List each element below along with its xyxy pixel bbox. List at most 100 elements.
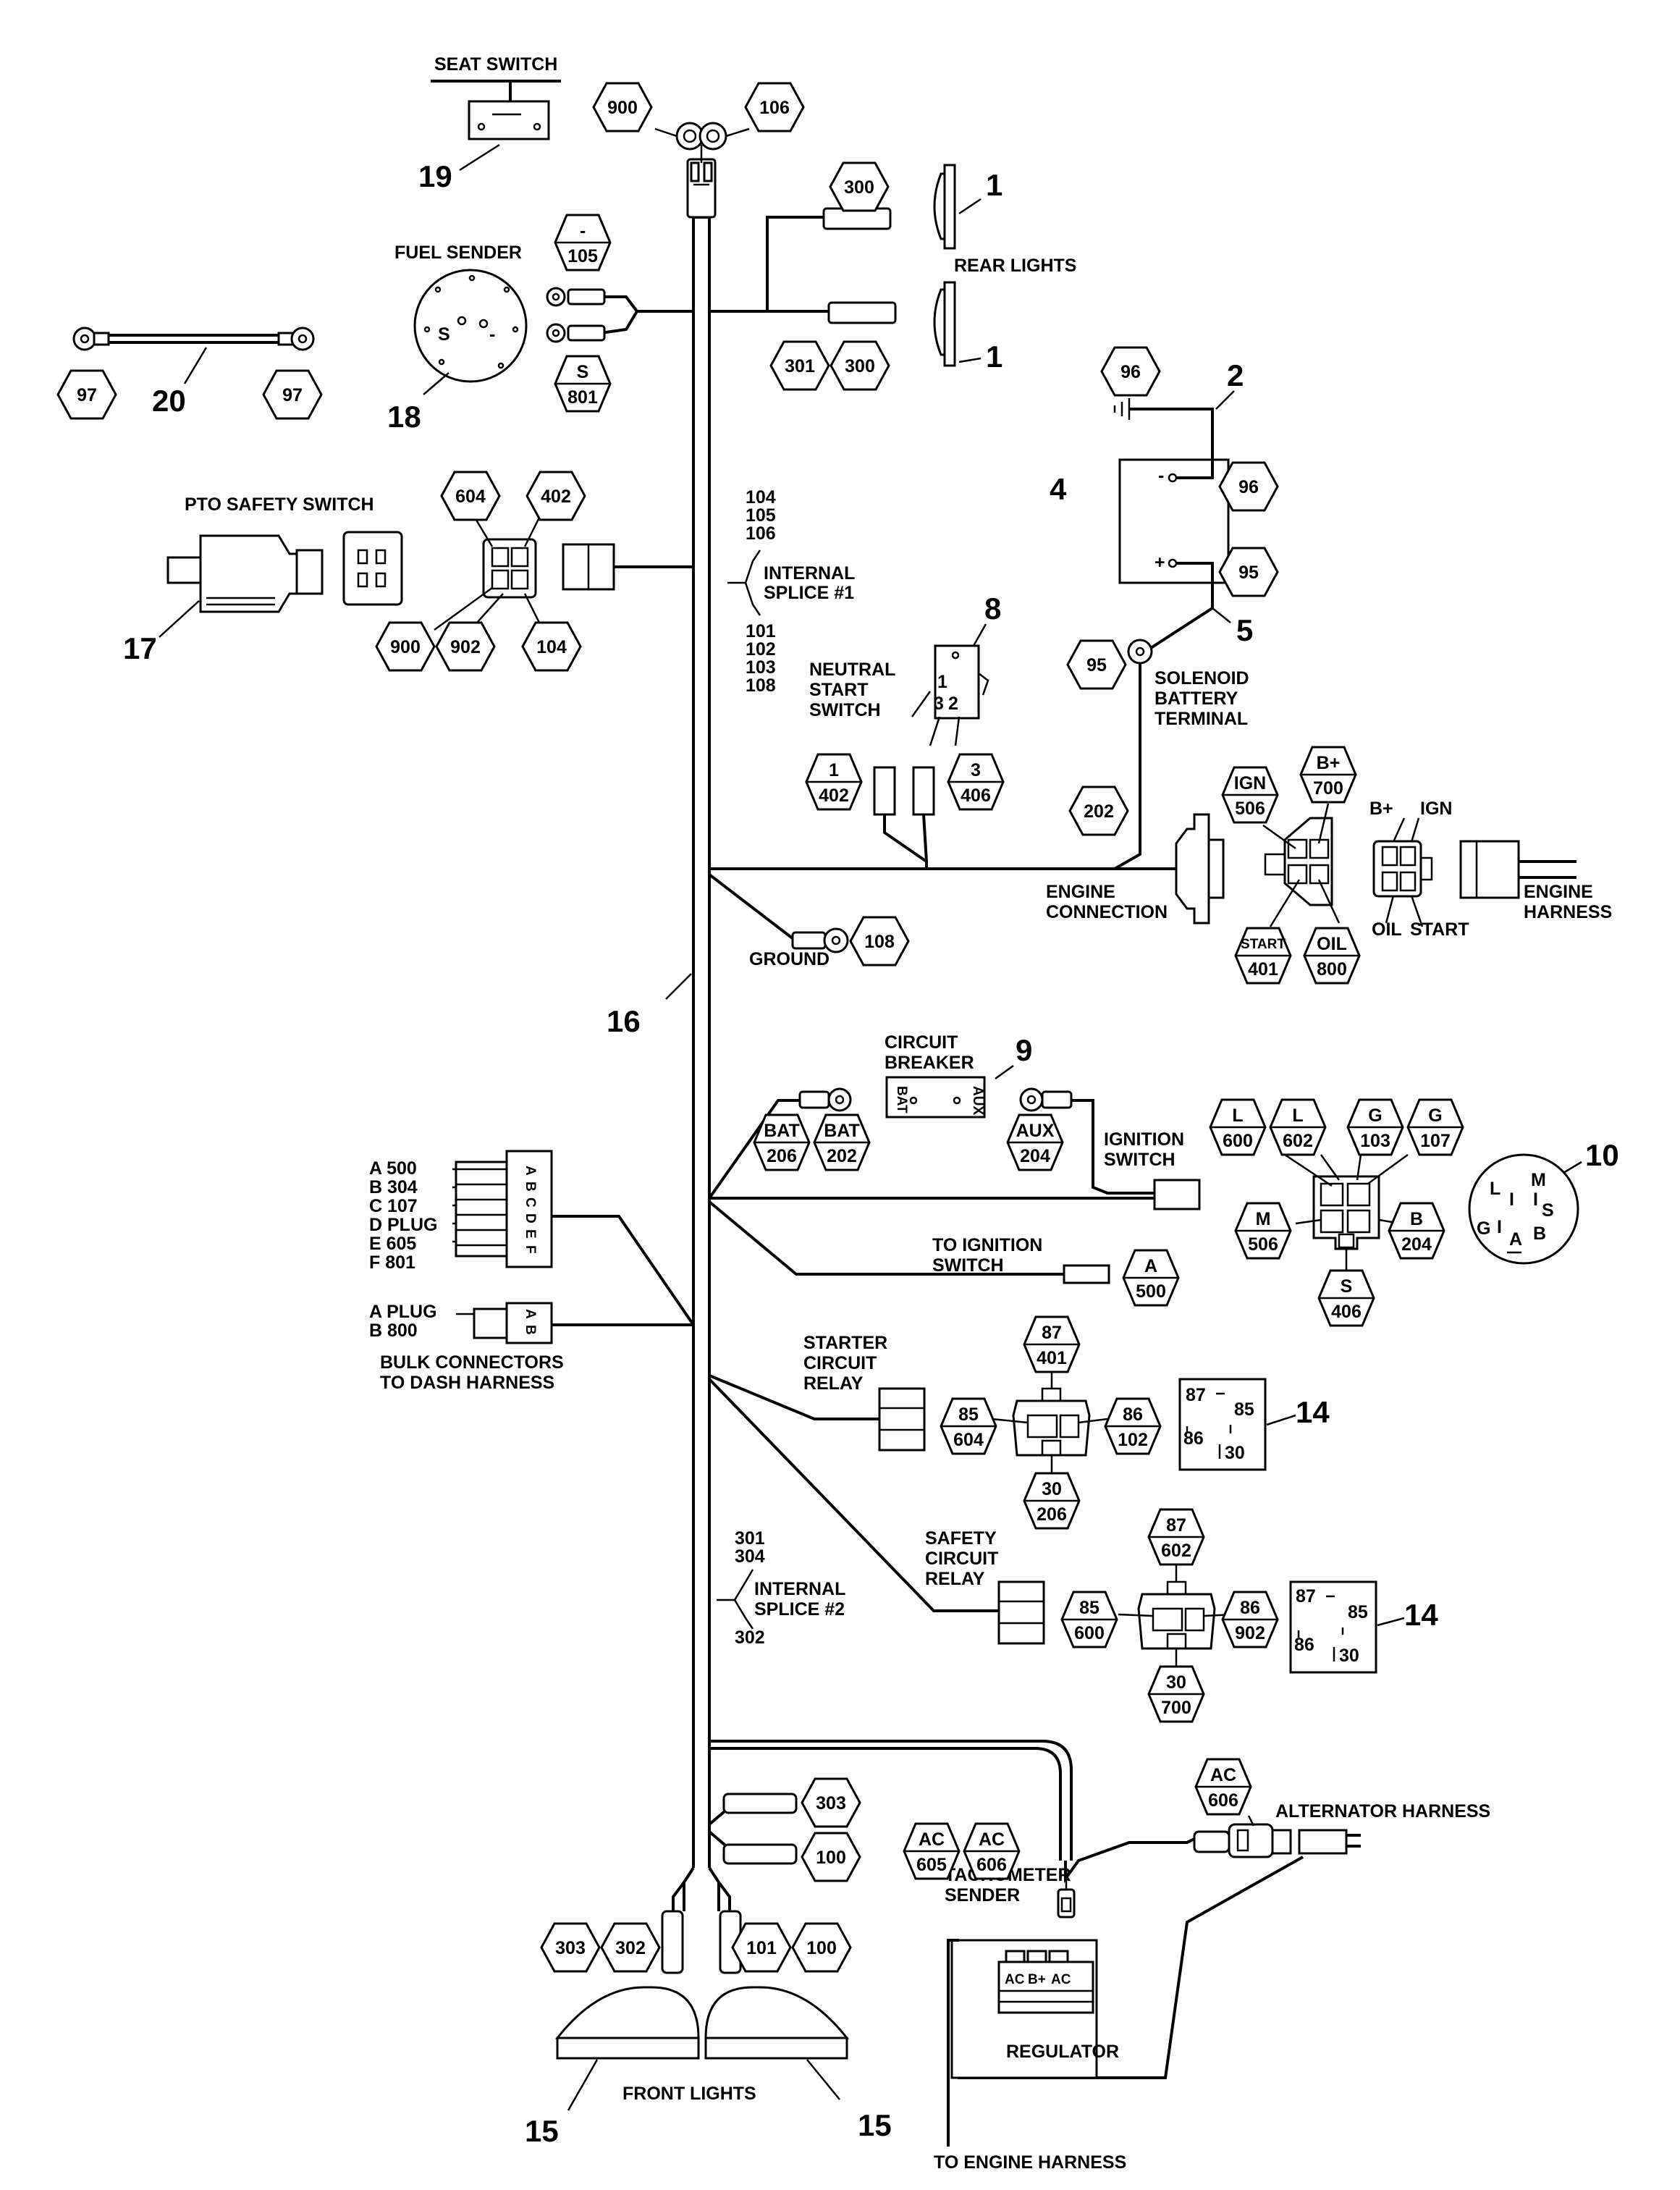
ignition-label-1: IGNITION	[1104, 1129, 1184, 1150]
oil-label: OIL	[1372, 919, 1402, 940]
tag-start-401: START 401	[1234, 927, 1292, 985]
tag-b-204: B 204	[1388, 1202, 1445, 1260]
engine-connection: ENGINE CONNECTION B+ IGN OIL START ENGIN…	[709, 799, 1612, 940]
svg-text:86: 86	[1240, 1598, 1260, 1618]
tag-86-902: 86 902	[1221, 1591, 1279, 1648]
tag-86-102: 86 102	[1104, 1397, 1162, 1455]
harness-top-connector	[686, 158, 717, 219]
tag-303-side: 303	[801, 1777, 861, 1828]
callout-8: 8	[984, 591, 1001, 626]
svg-text:G: G	[1428, 1105, 1442, 1126]
bulk6-pin-a: A	[523, 1166, 538, 1176]
svg-text:96: 96	[1120, 362, 1141, 382]
regulator: AC B+ AC REGULATOR TO ENGINE HARNESS	[934, 1939, 1126, 2173]
tag-300-rear-b: 300	[830, 340, 890, 391]
neutral-label-2: START	[809, 680, 868, 700]
tag-105: - 105	[554, 214, 612, 271]
svg-text:104: 104	[536, 637, 567, 657]
tag-202-solenoid: 202	[1068, 786, 1129, 836]
breaker-bat: BAT	[894, 1086, 909, 1113]
svg-text:85: 85	[958, 1404, 979, 1425]
svg-text:500: 500	[1136, 1281, 1166, 1302]
tag-85-600: 85 600	[1060, 1591, 1118, 1648]
callout-5: 5	[1236, 613, 1253, 647]
svg-text:600: 600	[1223, 1131, 1253, 1151]
svg-text:406: 406	[1331, 1302, 1362, 1322]
svg-text:204: 204	[1401, 1234, 1432, 1255]
battery-neg-sym: -	[1158, 466, 1164, 486]
engine-harness-label-2: HARNESS	[1524, 902, 1612, 922]
to-ignition-label-1: TO IGNITION	[932, 1235, 1042, 1255]
svg-text:302: 302	[615, 1938, 646, 1958]
svg-text:B: B	[1410, 1209, 1423, 1229]
svg-text:96: 96	[1238, 477, 1259, 497]
bulk6-pin-e: E	[523, 1229, 538, 1239]
safety-circuit-relay: SAFETY CIRCUIT RELAY 87 85 86 30 14	[708, 1378, 1438, 1674]
svg-text:85: 85	[1079, 1598, 1099, 1618]
tag-902-pto: 902	[435, 621, 496, 672]
svg-text:BAT: BAT	[764, 1121, 800, 1141]
tag-85-604: 85 604	[940, 1397, 997, 1455]
tag-bat-202: BAT 202	[813, 1113, 871, 1171]
svg-text:AC: AC	[979, 1829, 1005, 1850]
svg-text:605: 605	[916, 1855, 947, 1875]
ign-face-i: I	[1509, 1189, 1514, 1210]
callout-1-top: 1	[986, 168, 1002, 202]
to-ignition-label-2: SWITCH	[932, 1255, 1004, 1276]
relay1-30: 30	[1225, 1443, 1245, 1463]
svg-text:30: 30	[1166, 1672, 1186, 1693]
tag-97-left: 97	[56, 369, 117, 420]
callout-15-left: 15	[525, 2114, 559, 2148]
tag-96-top: 96	[1100, 346, 1161, 397]
svg-text:102: 102	[1118, 1430, 1148, 1450]
tag-ac-606-alt: AC 606	[1194, 1758, 1252, 1816]
svg-text:800: 800	[1317, 959, 1347, 980]
regulator-label: REGULATOR	[1006, 2042, 1119, 2062]
svg-text:600: 600	[1074, 1623, 1105, 1643]
regulator-ac-2: AC	[1051, 1972, 1071, 1987]
callout-18: 18	[387, 400, 421, 434]
svg-text:606: 606	[976, 1855, 1007, 1875]
bulk-label-2: TO DASH HARNESS	[380, 1373, 554, 1393]
start-label: START	[1410, 919, 1469, 940]
bulk2-a: A PLUG	[369, 1302, 437, 1322]
svg-text:300: 300	[844, 177, 874, 198]
relay2-30: 30	[1339, 1646, 1359, 1666]
callout-4: 4	[1050, 472, 1067, 506]
regulator-bplus: B+	[1028, 1972, 1046, 1987]
svg-text:87: 87	[1042, 1323, 1062, 1343]
ign-label: IGN	[1420, 799, 1452, 819]
tag-l-600: L 600	[1209, 1098, 1267, 1156]
to-ignition-switch: TO IGNITION SWITCH	[708, 1200, 1110, 1284]
tachometer-lead: TACHOMETER SENDER	[709, 1740, 1195, 1919]
ign-face-a: A	[1509, 1229, 1522, 1250]
bulk6-e: E 605	[369, 1234, 416, 1254]
svg-text:700: 700	[1161, 1698, 1191, 1718]
relay2-87: 87	[1296, 1586, 1316, 1606]
neutral-pin-3: 3	[934, 694, 944, 714]
battery-cable: 20	[72, 327, 315, 418]
neutral-label-1: NEUTRAL	[809, 660, 895, 680]
svg-text:108: 108	[864, 932, 895, 952]
tag-96-battery: 96	[1218, 461, 1279, 512]
callout-16-group: 16	[607, 973, 692, 1038]
ignition-switch-lead: IGNITION SWITCH	[709, 1129, 1201, 1210]
tag-100-side: 100	[801, 1832, 861, 1882]
svg-text:-: -	[580, 221, 586, 241]
tag-604-pto: 604	[440, 471, 501, 521]
svg-text:S: S	[577, 362, 589, 382]
tag-302-front: 302	[600, 1922, 661, 1973]
starter-relay-label-1: STARTER	[803, 1333, 887, 1353]
svg-text:86: 86	[1123, 1404, 1143, 1425]
bulk6-d: D PLUG	[369, 1215, 437, 1235]
splice2-bot-1: 302	[735, 1627, 765, 1648]
solenoid-label-3: TERMINAL	[1155, 709, 1248, 729]
to-engine-harness-label: TO ENGINE HARNESS	[934, 2152, 1126, 2173]
bulk6-a: A 500	[369, 1158, 417, 1179]
tach-label-2: SENDER	[945, 1885, 1020, 1905]
svg-text:IGN: IGN	[1234, 773, 1266, 793]
front-lights-branches	[661, 1793, 798, 1974]
safety-relay-label-3: RELAY	[925, 1569, 985, 1589]
svg-text:AC: AC	[919, 1829, 945, 1850]
